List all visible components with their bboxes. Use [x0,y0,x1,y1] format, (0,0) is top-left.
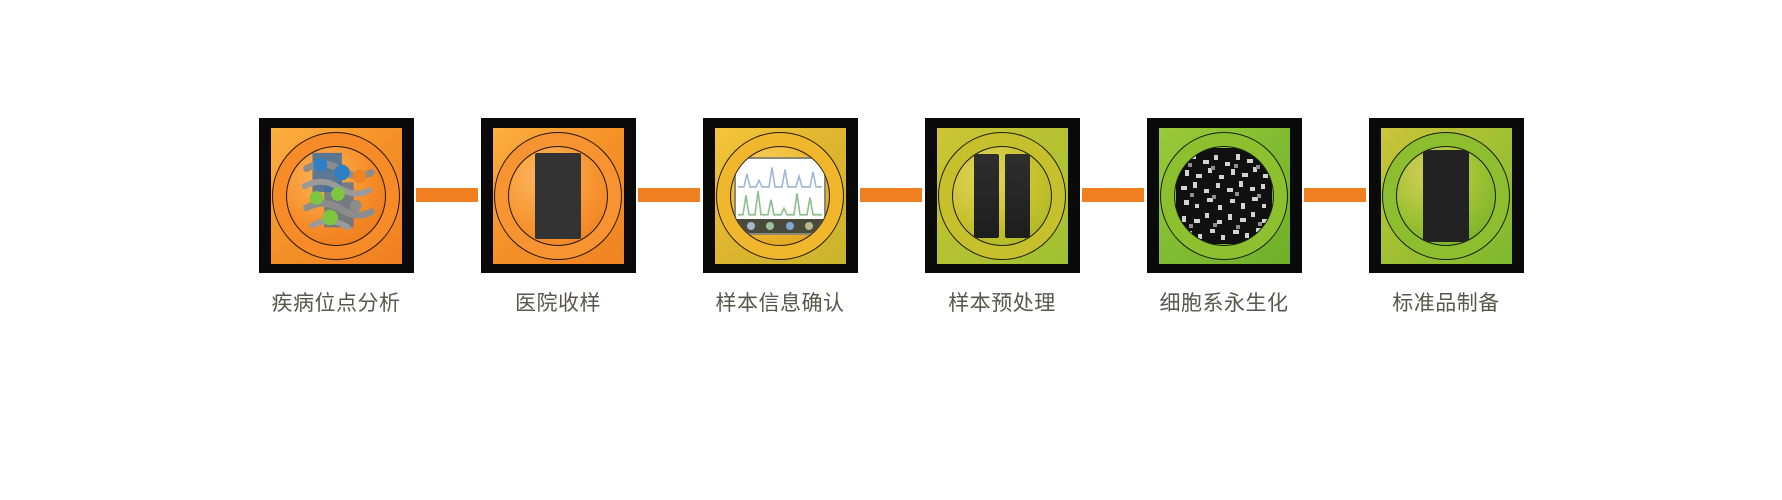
chromatogram-traces [738,167,822,216]
step-icon-frame-4 [924,118,1080,273]
step-icon-plate-1 [270,128,402,264]
flow-connector-4 [1082,188,1144,202]
pretreatment-tubes-graphic [974,154,1030,238]
hospital-sample-collection-icon [509,147,607,245]
status-dot-3 [785,222,794,230]
dna-analysis-icon [287,147,385,245]
status-dot-4 [804,222,813,230]
monitor-base-bar [736,219,824,233]
sample-pretreatment-icon [953,147,1051,245]
step-icon-frame-3 [702,118,858,273]
step-icon-plate-5 [1158,128,1290,264]
step-icon-plate-2 [492,128,624,264]
flow-connector-2 [638,188,700,202]
step-label-6: 标准品制备 [1392,291,1500,315]
step-label-5: 细胞系永生化 [1159,291,1289,315]
cell-colony-graphic [1176,148,1272,244]
flow-connector-1 [416,188,478,202]
standard-vial-graphic [1423,150,1469,242]
step-icon-frame-2 [480,118,636,273]
dna-strand-graphic [301,152,375,231]
flow-connector-5 [1304,188,1366,202]
tube-left [974,154,999,238]
flow-step-4[interactable]: 样本预处理 [922,118,1082,317]
step-icon-plate-4 [936,128,1068,264]
status-dot-2 [766,222,775,230]
standard-preparation-icon [1397,147,1495,245]
colony-speckle-pattern [1176,148,1272,244]
step-icon-plate-6 [1380,128,1512,264]
cell-line-immortalization-icon [1175,147,1273,245]
flow-step-5[interactable]: 细胞系永生化 [1144,118,1304,317]
sample-container-graphic [535,153,581,239]
chromatogram-screen [736,159,824,219]
step-icon-plate-3 [714,128,846,264]
flow-step-6[interactable]: 标准品制备 [1366,118,1526,317]
sample-info-confirmation-icon [731,147,829,245]
flow-step-3[interactable]: 样本信息确认 [700,118,860,317]
flow-step-1[interactable]: 疾病位点分析 [256,118,416,317]
step-label-1: 疾病位点分析 [271,291,401,315]
flow-step-2[interactable]: 医院收样 [478,118,638,317]
step-icon-frame-5 [1146,118,1302,273]
step-label-3: 样本信息确认 [715,291,845,315]
flow-connector-3 [860,188,922,202]
status-dot-1 [747,222,756,230]
step-icon-frame-6 [1368,118,1524,273]
step-label-2: 医院收样 [515,291,601,315]
step-icon-frame-1 [258,118,414,273]
chromatogram-monitor-graphic [734,157,826,235]
tube-right [1005,154,1030,238]
step-label-4: 样本预处理 [948,291,1056,315]
